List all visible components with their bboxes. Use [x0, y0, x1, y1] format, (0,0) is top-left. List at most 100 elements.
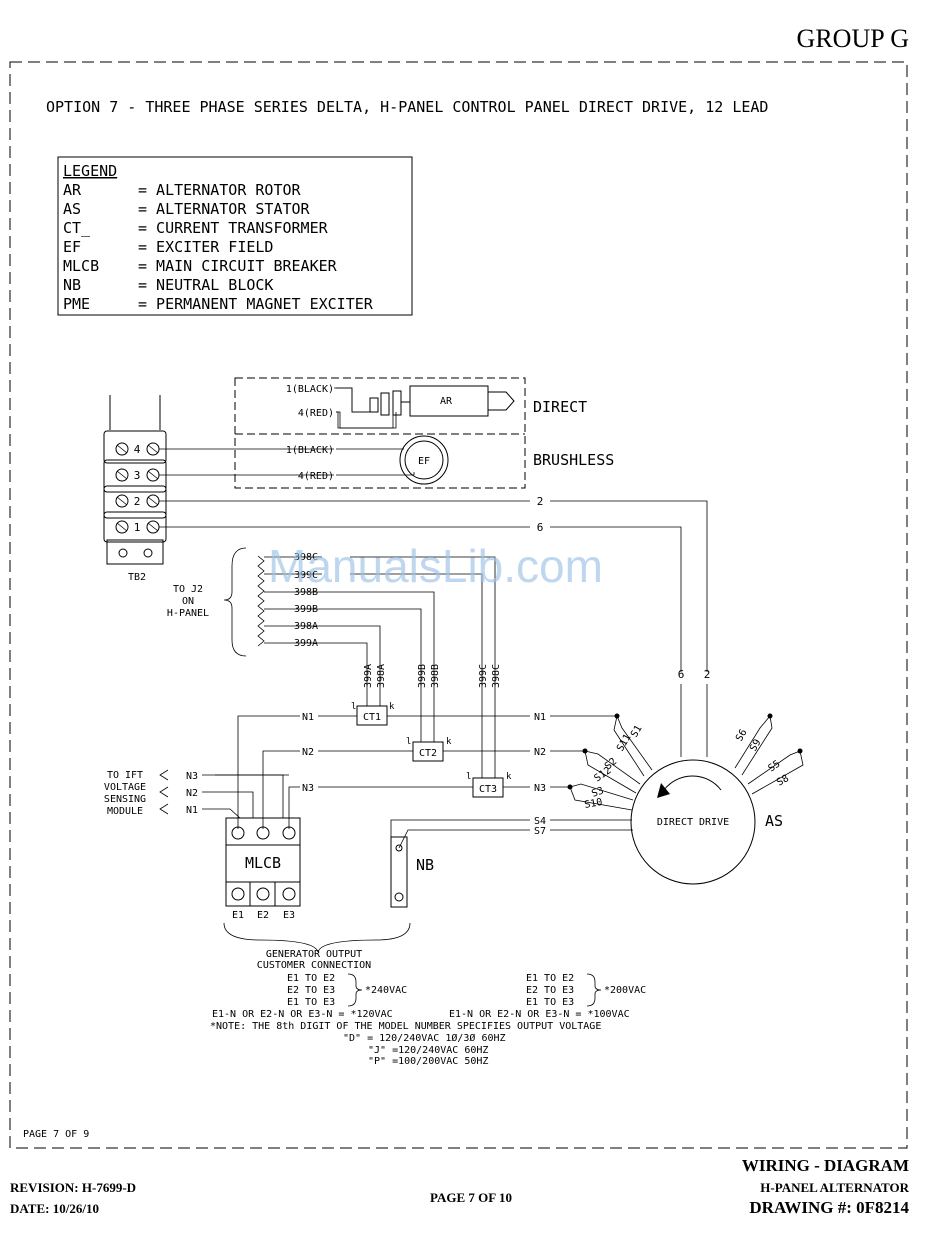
brush-assembly: [369, 390, 410, 416]
j2-lead-label: 398B: [294, 587, 318, 598]
stator-lead-2: 2: [704, 668, 711, 681]
stator-lead-label: S5: [766, 759, 782, 775]
rotor-label: AR: [440, 396, 453, 407]
stator-label: AS: [765, 812, 783, 830]
red-wire-label: 4(RED): [298, 408, 334, 419]
n2-label: N2: [302, 747, 314, 758]
stator-lead-label: S10: [584, 797, 604, 811]
ct-polarity-k: k: [446, 737, 452, 747]
output-subtitle: CUSTOMER CONNECTION: [257, 960, 371, 971]
lead-398b: [264, 591, 435, 688]
stator-lead-label: S6: [734, 728, 750, 744]
output-pair: E1 TO E2: [526, 973, 574, 984]
legend-desc: = MAIN CIRCUIT BREAKER: [138, 257, 338, 275]
output-note: *NOTE: THE 8th DIGIT OF THE MODEL NUMBER…: [210, 1021, 601, 1032]
wire-6: [159, 526, 682, 757]
output-notes: GENERATOR OUTPUT CUSTOMER CONNECTION E1 …: [210, 949, 646, 1067]
output-n-100: E1-N OR E2-N OR E3-N = *100VAC: [449, 1009, 630, 1020]
lead-398c: [264, 556, 496, 688]
wire-2: [159, 500, 708, 757]
legend-desc: = PERMANENT MAGNET EXCITER: [138, 295, 374, 313]
black-wire-label: 1(BLACK): [286, 384, 334, 395]
line-n2: [262, 750, 585, 829]
stator-lead-label: S3: [590, 785, 605, 799]
n2-label: N2: [534, 747, 546, 758]
exciter-field: EF: [399, 435, 449, 485]
stator-lead-6: 6: [678, 668, 685, 681]
direct-red-wire: [336, 411, 397, 429]
mlcb-terminal: E3: [283, 910, 295, 921]
tb2-terminal-block: 4 3 2 1 TB2: [103, 395, 167, 583]
alternator-rotor: AR: [409, 385, 515, 417]
ct2-lead-label: 398B: [430, 664, 441, 688]
diagram-subject: H-PANEL ALTERNATOR: [760, 1180, 909, 1195]
drawing-number: DRAWING #: 0F8214: [749, 1198, 909, 1217]
n3-label: N3: [534, 783, 546, 794]
tb2-terminal-number: 2: [134, 495, 141, 508]
stator-center-label: DIRECT DRIVE: [657, 817, 729, 828]
ct2-label: CT2: [419, 748, 437, 759]
mlcb-terminal: E1: [232, 910, 244, 921]
nb-label: NB: [416, 856, 434, 874]
red-wire-label: 4(RED): [298, 471, 334, 482]
neutral-block: NB: [390, 836, 434, 908]
legend-abbr: AS: [63, 200, 81, 218]
legend-abbr: AR: [63, 181, 82, 199]
ct3-label: CT3: [479, 784, 497, 795]
field-label: EF: [418, 456, 430, 467]
stator-lead-label: S1: [629, 724, 645, 740]
ct1: CT1 l k: [351, 702, 395, 726]
exciter-dashed-box: [234, 377, 526, 489]
revision-date: DATE: 10/26/10: [10, 1201, 99, 1216]
ct2: CT2 l k: [406, 737, 452, 762]
tb2-label: TB2: [128, 572, 146, 583]
alternator-stator: DIRECT DRIVE AS S1 S11 S2 S12 S3 S10 S6 …: [567, 713, 804, 885]
output-pair: E1 TO E3: [526, 997, 574, 1008]
legend-desc: = CURRENT TRANSFORMER: [138, 219, 329, 237]
tb2-terminal-number: 4: [134, 443, 141, 456]
ct2-lead-label: 399B: [417, 664, 428, 688]
lead-398a: [264, 625, 381, 688]
legend-abbr: CT_: [63, 219, 91, 237]
n1-label: N1: [302, 712, 314, 723]
ct-polarity-l: l: [406, 737, 411, 747]
stator-lead-label: S9: [748, 738, 764, 754]
mlcb-label: MLCB: [245, 854, 281, 872]
drawing-frame: [9, 61, 908, 1149]
output-brace: [223, 922, 411, 953]
legend-desc: = ALTERNATOR ROTOR: [138, 181, 302, 199]
output-option-j: "J" =120/240VAC 60HZ: [368, 1045, 488, 1056]
output-pair: E2 TO E3: [526, 985, 574, 996]
output-option-d: "D" = 120/240VAC 1Ø/3Ø 60HZ: [343, 1032, 506, 1044]
line-n1: [237, 715, 617, 829]
line-n3: [288, 786, 570, 829]
legend-abbr: NB: [63, 276, 81, 294]
output-n-120: E1-N OR E2-N OR E3-N = *120VAC: [212, 1009, 393, 1020]
ct-polarity-l: l: [351, 702, 356, 712]
lead-399a: [264, 642, 368, 688]
direct-black-wire: [336, 387, 370, 413]
ift-lead: N2: [186, 788, 198, 799]
wire-6-label: 6: [537, 521, 544, 534]
lead-399c: [264, 573, 483, 688]
j2-brace: [223, 547, 247, 657]
j2-lead-label: 399B: [294, 604, 318, 615]
ct3: CT3 l k: [466, 772, 512, 798]
diagram-type: WIRING - DIAGRAM: [741, 1156, 909, 1175]
group-label: GROUP G: [796, 24, 909, 53]
output-pair: E1 TO E2: [287, 973, 335, 984]
ift-lead: N3: [186, 771, 198, 782]
output-pair: E2 TO E3: [287, 985, 335, 996]
legend-abbr: PME: [63, 295, 90, 313]
legend-heading: LEGEND: [63, 162, 117, 180]
j2-lead-label: 399A: [294, 638, 318, 649]
wire-2-label: 2: [537, 495, 544, 508]
page-number: PAGE 7 OF 10: [430, 1190, 512, 1205]
revision: REVISION: H-7699-D: [10, 1180, 137, 1195]
s4-label: S4: [534, 816, 546, 827]
ct1-lead-label: 399A: [363, 664, 374, 688]
j2-lead-label: 399C: [294, 570, 318, 581]
